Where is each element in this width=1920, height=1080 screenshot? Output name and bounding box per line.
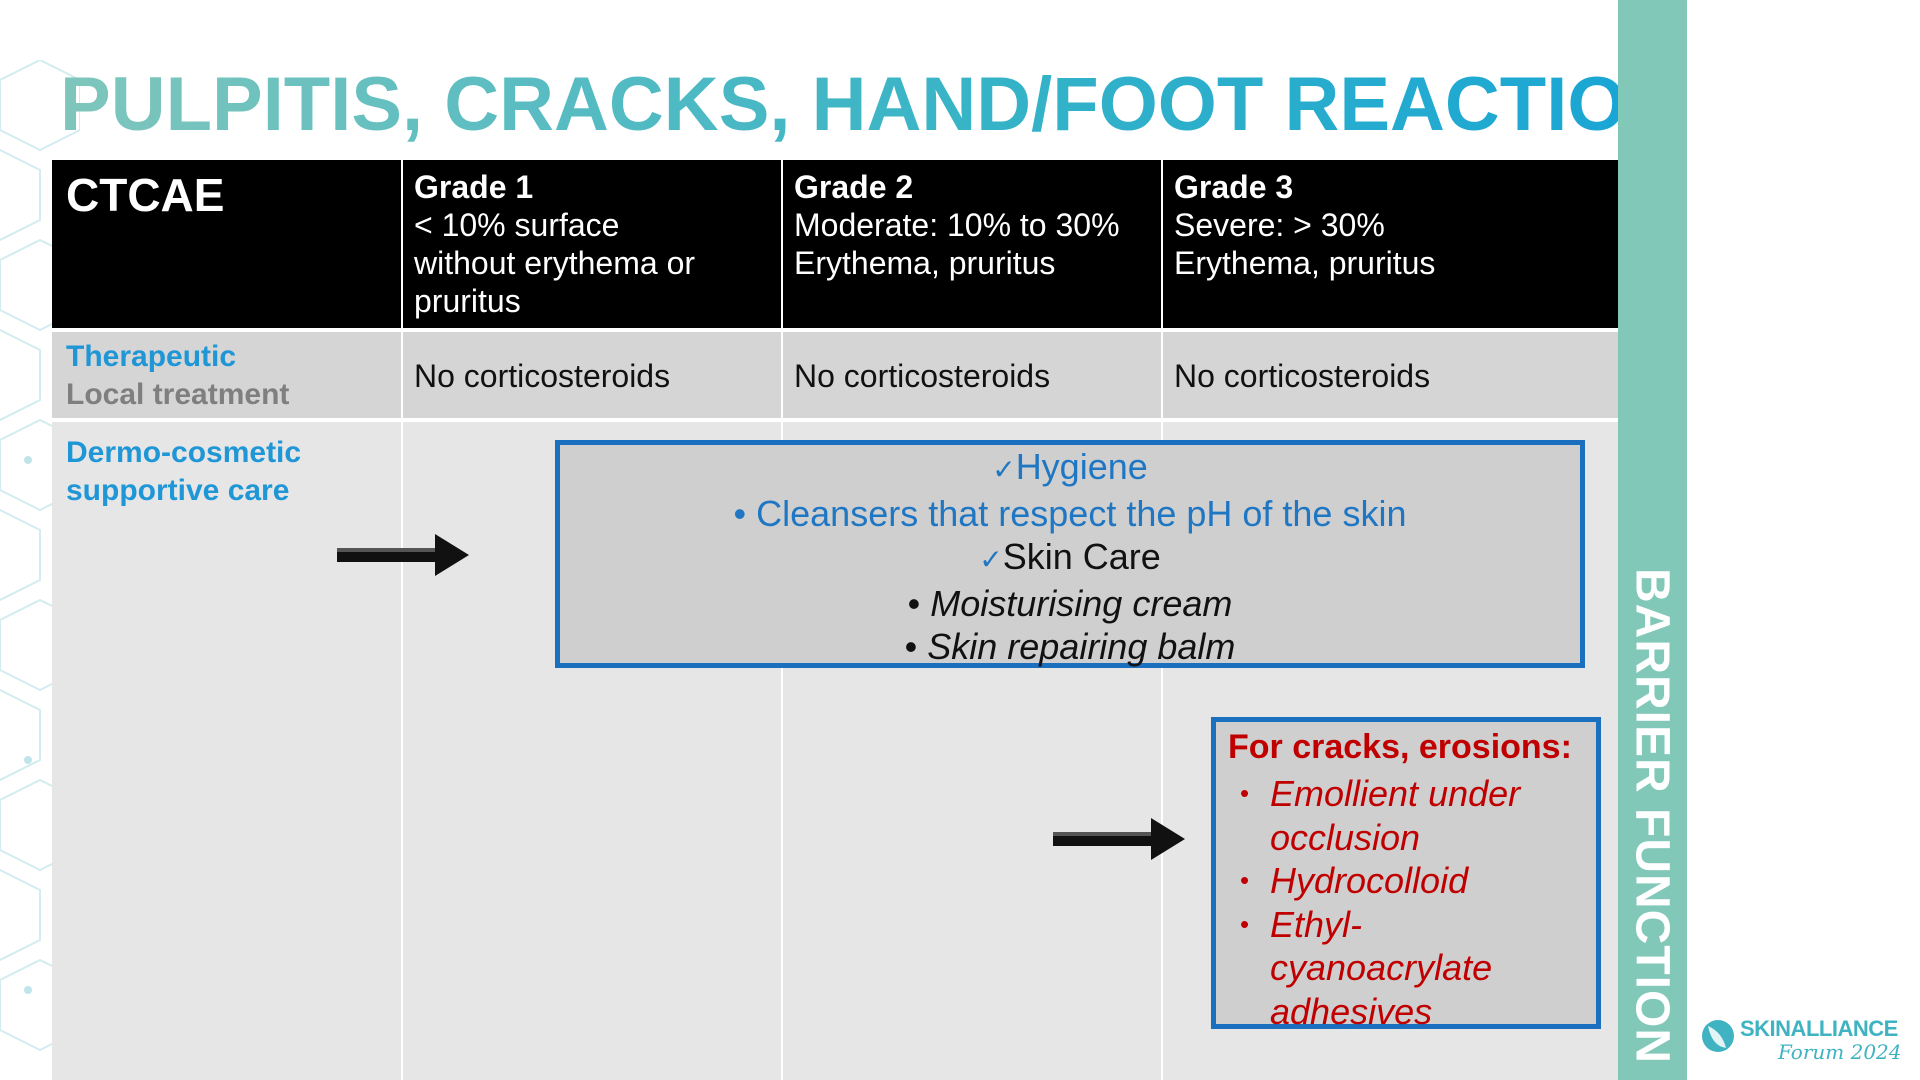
grade-1-title: Grade 1 [414, 169, 534, 205]
therapeutic-grade-2: No corticosteroids [782, 332, 1162, 418]
skinalliance-logo: SKINALLIANCE Forum 2024 [1700, 1012, 1910, 1064]
grade-1-desc-line-2: without erythema or [414, 245, 696, 281]
barrier-function-label: BARRIER FUNCTION [1625, 568, 1679, 1064]
moisturising-text: Moisturising cream [930, 582, 1233, 624]
hygiene-text: Hygiene [1015, 446, 1148, 487]
logo-drop-icon [1702, 1020, 1734, 1052]
right-arrow-icon [337, 534, 469, 576]
header-ctcae: CTCAE [52, 160, 402, 328]
therapeutic-grade-1: No corticosteroids [402, 332, 782, 418]
check-icon: ✓ [992, 454, 1016, 485]
header-grade-2: Grade 2 Moderate: 10% to 30% Erythema, p… [782, 160, 1162, 328]
cleansers-text: Cleansers that respect the pH of the ski… [756, 492, 1407, 534]
grade-2-desc-line-2: Erythema, pruritus [794, 245, 1056, 281]
list-item: • Ethyl-cyanoacrylate adhesives [1228, 903, 1520, 1034]
cleansers-line: • Cleansers that respect the pH of the s… [560, 492, 1580, 536]
logo-name: SKINALLIANCE [1740, 1016, 1898, 1041]
bullet-icon: • [904, 626, 918, 667]
item-text: Emollient under occlusion [1270, 773, 1521, 858]
grade-2-desc-line-1: Moderate: 10% to 30% [794, 207, 1120, 243]
skin-care-text: Skin Care [1002, 536, 1161, 577]
row-divider [52, 418, 1618, 421]
bullet-icon: • [907, 582, 921, 624]
care-box: ✓Hygiene • Cleansers that respect the pH… [555, 440, 1585, 668]
slide-title: PULPITIS, CRACKS, HAND/FOOT REACTIONS [60, 60, 1732, 150]
supportive-care-label: supportive care [66, 474, 290, 507]
row-divider [52, 328, 1618, 332]
grade-1-desc-line-3: pruritus [414, 283, 521, 319]
moisturising-line: • Moisturising cream [560, 582, 1580, 626]
therapeutic-label: Therapeutic [66, 340, 237, 373]
dermo-cosmetic-label: Dermo-cosmetic [66, 436, 302, 469]
grade-2-title: Grade 2 [794, 169, 914, 205]
grade-3-desc-line-1: Severe: > 30% [1174, 207, 1385, 243]
cracks-list: • Emollient under occlusion • Hydrocolloid… [1228, 772, 1570, 1033]
header-grade-3: Grade 3 Severe: > 30% Erythema, pruritus [1162, 160, 1618, 328]
grade-1-desc-line-1: < 10% surface [414, 207, 620, 243]
row-label-dermo: Dermo-cosmetic supportive care [52, 422, 402, 1080]
item-text: Ethyl-cyanoacrylate adhesives [1270, 903, 1493, 1032]
column-divider [401, 160, 403, 1080]
cracks-box: For cracks, erosions: • Emollient under o… [1211, 717, 1601, 1032]
check-icon: ✓ [979, 544, 1003, 575]
row-label-therapeutic: Therapeutic Local treatment [52, 332, 402, 418]
list-item: • Hydrocolloid [1228, 859, 1570, 903]
grade-3-desc-line-2: Erythema, pruritus [1174, 245, 1436, 281]
header-grade-1: Grade 1 < 10% surface without erythema o… [402, 160, 782, 328]
item-text: Hydrocolloid [1270, 860, 1469, 901]
barrier-function-band [1618, 0, 1687, 1080]
bullet-icon: • [1240, 908, 1250, 939]
hygiene-line: ✓Hygiene [560, 445, 1580, 492]
repairing-text: Skin repairing balm [927, 626, 1236, 667]
therapeutic-grade-3: No corticosteroids [1162, 332, 1618, 418]
logo-subtitle: Forum 2024 [1778, 1040, 1902, 1064]
bullet-icon: • [1240, 865, 1250, 895]
grade-3-title: Grade 3 [1174, 169, 1294, 205]
hexagon-pattern-decoration [0, 60, 80, 1052]
bullet-icon: • [733, 492, 747, 534]
bullet-icon: • [1240, 778, 1250, 808]
right-arrow-icon [1053, 818, 1185, 860]
skin-care-line: ✓Skin Care [560, 535, 1580, 582]
cracks-heading: For cracks, erosions: [1228, 728, 1572, 766]
list-item: • Emollient under occlusion [1228, 772, 1570, 859]
local-treatment-label: Local treatment [66, 378, 290, 411]
repairing-line: • Skin repairing balm [560, 625, 1580, 669]
